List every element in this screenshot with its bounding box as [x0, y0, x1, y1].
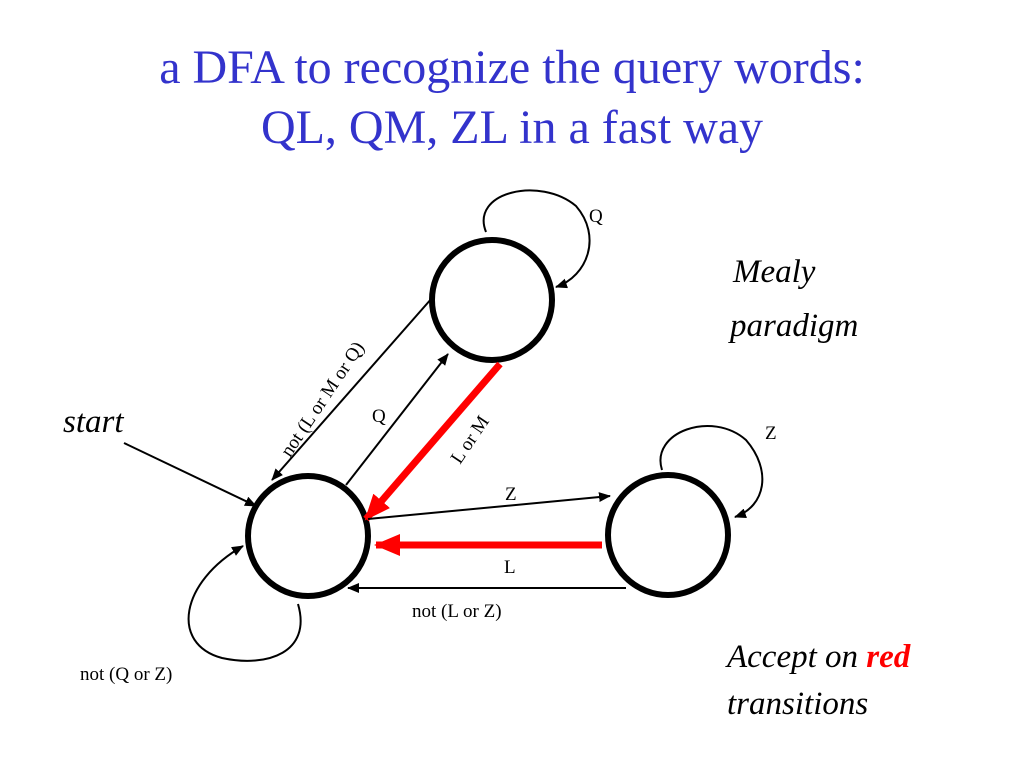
- accept-line-1: Accept on red: [725, 639, 911, 675]
- state-z: [605, 472, 731, 598]
- accept-line-2: transitions: [727, 686, 868, 722]
- loop-z: [659, 425, 764, 519]
- title-line-1: a DFA to recognize the query words:: [159, 41, 865, 94]
- edge-q-to-start: [271, 297, 433, 481]
- accept-prefix: Accept on: [725, 639, 866, 675]
- edge-start-to-z: [367, 492, 611, 520]
- edge-q-to-start-accept: [363, 361, 503, 522]
- note-line-1: Mealy: [732, 254, 816, 290]
- slide-title: a DFA to recognize the query words: QL, …: [0, 38, 1024, 158]
- loop-q: [482, 189, 591, 289]
- label-z-to-start-accept: L: [504, 557, 516, 578]
- start-label: start: [63, 404, 124, 440]
- label-start-self: not (Q or Z): [80, 664, 172, 685]
- label-start-to-z: Z: [505, 484, 517, 505]
- label-z-to-start: not (L or Z): [412, 601, 502, 622]
- start-arrow: [123, 442, 257, 507]
- label-q-self: Q: [589, 206, 603, 227]
- label-q-to-start: not (L or M or Q): [277, 338, 369, 461]
- label-z-self: Z: [765, 423, 777, 444]
- state-q: [429, 237, 555, 363]
- note-line-2: paradigm: [728, 308, 858, 344]
- loop-start: [187, 545, 302, 662]
- label-start-to-q: Q: [372, 406, 386, 427]
- title-line-2: QL, QM, ZL in a fast way: [260, 101, 764, 154]
- state-start: [245, 473, 371, 599]
- edge-start-to-q: [345, 353, 449, 486]
- accept-red-word: red: [866, 639, 910, 675]
